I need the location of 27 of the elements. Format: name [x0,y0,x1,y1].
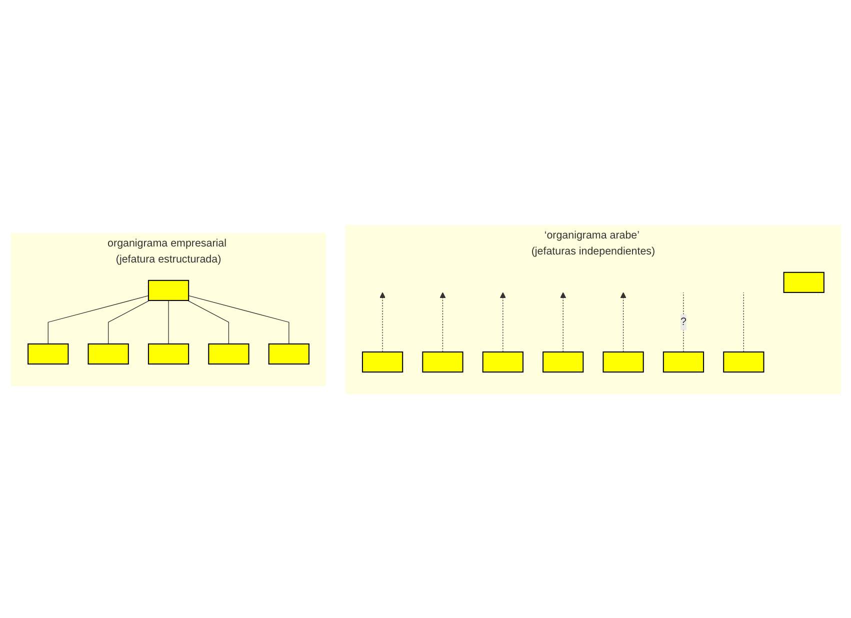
cluster: organigrama empresarial (jefatura estructurada) [10,232,326,386]
node-box [722,350,764,372]
node-box [27,342,68,364]
arrow [560,292,566,352]
node-box [422,350,463,372]
edge-label: ? [680,316,686,328]
node-box [482,350,523,372]
node-box [361,350,403,372]
connector [188,294,289,344]
connector [682,292,684,352]
arrow [499,292,506,352]
arrow [439,292,446,352]
node-box [147,279,189,300]
node-box [87,342,128,364]
arrow [379,292,385,352]
connector [742,292,744,352]
arrow [620,292,626,352]
connector [108,300,150,344]
node-box [208,342,249,364]
node-box [147,342,189,364]
node-box [602,350,644,372]
node-box [542,350,584,372]
node-box [268,342,309,364]
node-box [662,350,704,372]
node-box [782,271,824,292]
connector [47,294,148,344]
connector [186,300,229,344]
